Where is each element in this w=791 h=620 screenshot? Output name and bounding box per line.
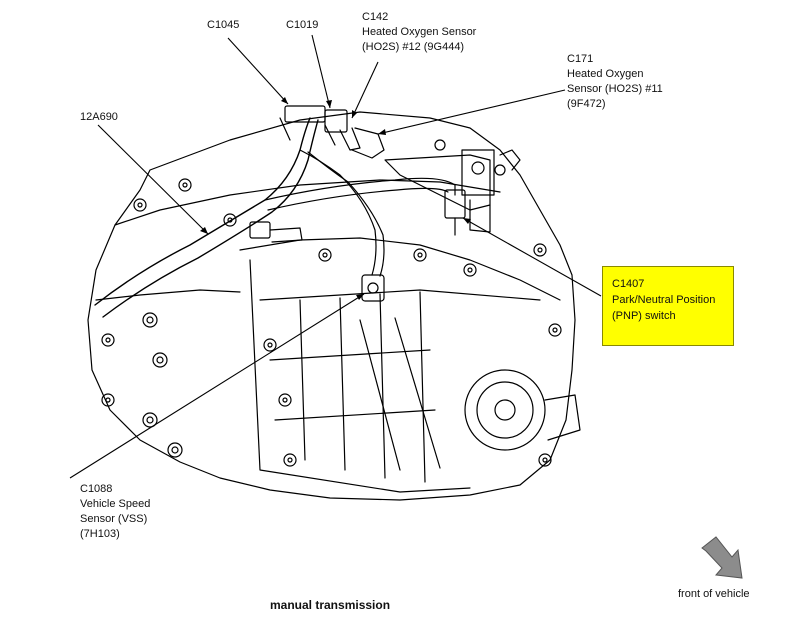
callout-c1407-line-1: Park/Neutral Position	[612, 294, 716, 306]
callout-c142-line-1: Heated Oxygen Sensor	[362, 26, 477, 38]
callout-c171-line-3: (9F472)	[567, 98, 606, 110]
front-of-vehicle-label: front of vehicle	[678, 588, 750, 600]
transmission-housing	[87, 111, 576, 501]
callout-c142-line-2: (HO2S) #12 (9G444)	[362, 41, 465, 53]
callout-c171-line-1: Heated Oxygen	[567, 68, 644, 80]
callout-c171-line-2: Sensor (HO2S) #11	[567, 83, 663, 95]
callout-c1407-highlight: C1407 Park/Neutral Position (PNP) switch	[602, 266, 734, 346]
callout-c1407-id: C1407	[612, 278, 645, 290]
diagram-caption: manual transmission	[270, 598, 391, 612]
callout-c1088-id: C1088	[80, 483, 113, 495]
callout-c171: C171 Heated Oxygen Sensor (HO2S) #11 (9F…	[567, 52, 663, 112]
wiring-harness	[94, 117, 311, 306]
callout-c1407-line-2: (PNP) switch	[612, 310, 676, 322]
callout-c1088-line-2: Sensor (VSS)	[80, 513, 148, 525]
callout-c1088: C1088 Vehicle Speed Sensor (VSS) (7H103)	[80, 482, 150, 542]
callout-c1088-line-1: Vehicle Speed	[80, 498, 151, 510]
callout-c1045-id: C1045	[207, 19, 240, 31]
callout-c142-id: C142	[362, 11, 389, 23]
callout-c1045: C1045	[207, 18, 239, 33]
callout-c1019: C1019	[286, 18, 318, 33]
callout-12a690-id: 12A690	[80, 111, 118, 123]
callout-c1088-line-3: (7H103)	[80, 528, 120, 540]
callout-c142: C142 Heated Oxygen Sensor (HO2S) #12 (9G…	[362, 10, 476, 55]
callout-12a690: 12A690	[80, 110, 118, 125]
orientation-arrow-icon	[701, 536, 743, 579]
callout-c171-id: C171	[567, 53, 594, 65]
callout-c1019-id: C1019	[286, 19, 319, 31]
